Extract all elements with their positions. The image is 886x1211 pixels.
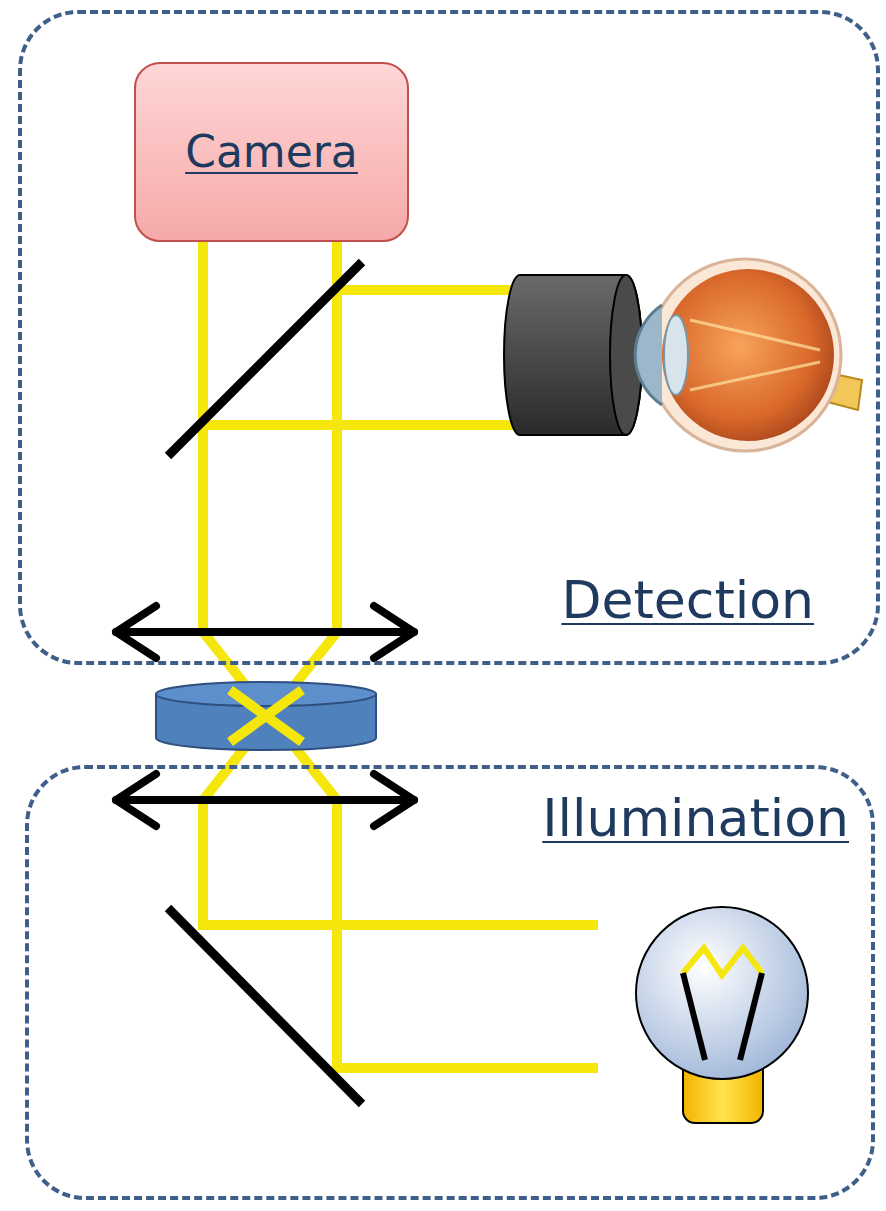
illumination-region: Illumination	[25, 765, 875, 1200]
light-bulb	[636, 907, 808, 1123]
lens-symbols	[116, 606, 414, 826]
box-label: Camera	[185, 127, 358, 178]
sample-lens	[156, 682, 376, 750]
detection-region: Detection Camera	[18, 10, 880, 665]
eye-illustration	[635, 259, 862, 451]
region-label: Illumination	[542, 789, 849, 849]
region-label: Detection	[561, 571, 814, 631]
eyepiece	[504, 275, 642, 435]
camera-box: Camera	[134, 62, 409, 242]
